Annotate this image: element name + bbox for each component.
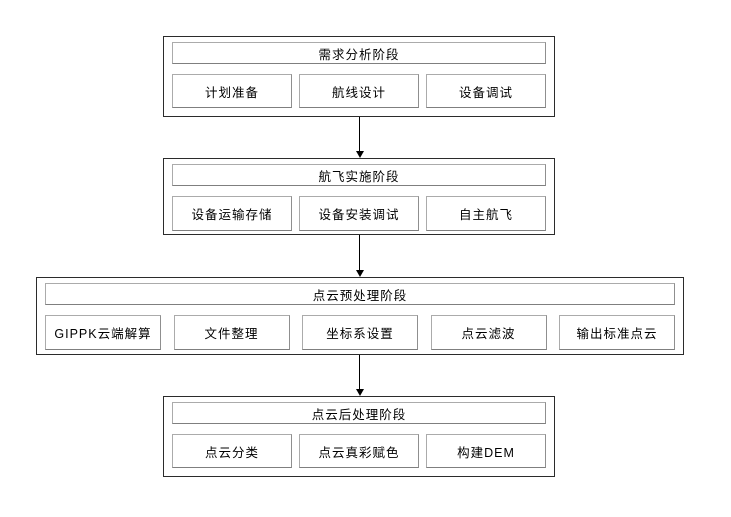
- arrow-line: [358, 355, 361, 389]
- arrow-head-icon: [355, 270, 364, 277]
- arrow-head-icon: [355, 389, 364, 396]
- process-item-autonomous-flight: 自主航飞: [426, 196, 546, 231]
- process-item-pointcloud-truecolor: 点云真彩赋色: [299, 434, 419, 468]
- process-item-gippk-cloud-solution: GIPPK云端解算: [45, 315, 161, 350]
- arrow-line: [358, 117, 361, 151]
- arrow-line: [358, 235, 361, 270]
- process-item-pointcloud-classification: 点云分类: [172, 434, 292, 468]
- stage-title: 点云后处理阶段: [172, 402, 546, 424]
- stage-items-row: 点云分类 点云真彩赋色 构建DEM: [172, 434, 546, 468]
- arrow-stage3-to-stage4: [355, 355, 364, 396]
- stage-title: 点云预处理阶段: [45, 283, 675, 305]
- process-item-pointcloud-filtering: 点云滤波: [430, 315, 547, 350]
- process-item-build-dem: 构建DEM: [426, 434, 546, 468]
- process-item-output-standard-pointcloud: 输出标准点云: [559, 315, 675, 350]
- process-item-equipment-debugging: 设备调试: [426, 74, 546, 108]
- process-item-file-organization: 文件整理: [173, 315, 290, 350]
- arrow-stage2-to-stage3: [355, 235, 364, 277]
- stage-title: 航飞实施阶段: [172, 164, 546, 186]
- process-item-route-design: 航线设计: [299, 74, 419, 108]
- stage-items-row: 计划准备 航线设计 设备调试: [172, 74, 546, 108]
- stage-items-row: GIPPK云端解算 文件整理 坐标系设置 点云滤波 输出标准点云: [45, 315, 675, 350]
- process-item-equipment-install-debug: 设备安装调试: [299, 196, 419, 231]
- process-item-equipment-transport-storage: 设备运输存储: [172, 196, 292, 231]
- stage-title: 需求分析阶段: [172, 42, 546, 64]
- stage-pointcloud-preprocessing: 点云预处理阶段 GIPPK云端解算 文件整理 坐标系设置 点云滤波 输出标准点云: [36, 277, 684, 355]
- stage-items-row: 设备运输存储 设备安装调试 自主航飞: [172, 196, 546, 231]
- process-item-coordinate-system-setup: 坐标系设置: [302, 315, 418, 350]
- stage-pointcloud-postprocessing: 点云后处理阶段 点云分类 点云真彩赋色 构建DEM: [163, 396, 555, 477]
- stage-flight-implementation: 航飞实施阶段 设备运输存储 设备安装调试 自主航飞: [163, 158, 555, 235]
- arrow-head-icon: [355, 151, 364, 158]
- arrow-stage1-to-stage2: [355, 117, 364, 158]
- stage-requirements-analysis: 需求分析阶段 计划准备 航线设计 设备调试: [163, 36, 555, 117]
- process-item-plan-preparation: 计划准备: [172, 74, 292, 108]
